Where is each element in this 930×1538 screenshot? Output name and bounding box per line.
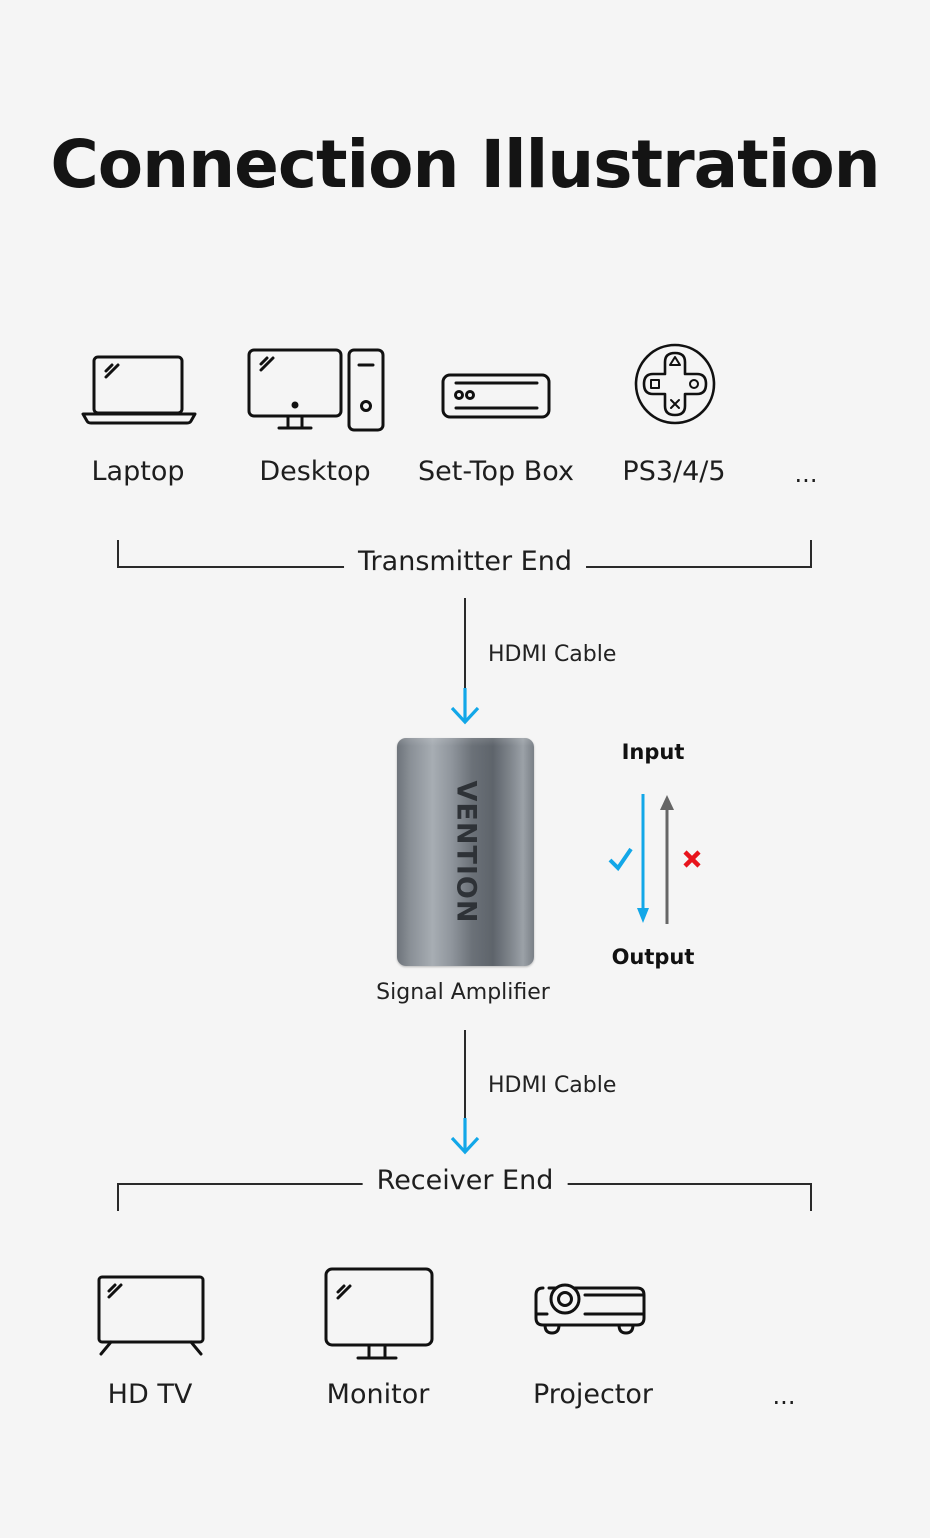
device-label-ps: PS3/4/5 — [622, 456, 726, 487]
signal-amplifier-label: Signal Amplifier — [376, 980, 550, 1005]
device-label-desktop: Desktop — [259, 456, 371, 487]
cable-bottom-arrow-icon — [450, 1118, 480, 1155]
device-label-laptop: Laptop — [91, 456, 185, 487]
device-label-monitor: Monitor — [326, 1379, 430, 1410]
desktop-icon — [247, 348, 385, 432]
projector-icon — [533, 1280, 647, 1340]
signal-amplifier-device: VENTION — [397, 738, 534, 966]
cable-bottom-label: HDMI Cable — [488, 1073, 617, 1098]
brand-logo: VENTION — [450, 780, 481, 924]
more-transmitters-ellipsis: ... — [794, 460, 818, 488]
monitor-icon — [324, 1267, 434, 1361]
page-title: Connection Illustration — [50, 126, 880, 203]
device-label-hdtv: HD TV — [107, 1379, 193, 1410]
cable-top-arrow-icon — [450, 688, 480, 725]
device-label-set-top-box: Set-Top Box — [418, 456, 574, 487]
reverse-arrow-icon — [660, 795, 674, 924]
checkmark-icon — [608, 847, 633, 872]
transmitter-end-label: Transmitter End — [344, 546, 586, 577]
device-label-projector: Projector — [533, 1379, 653, 1410]
gamepad-icon — [633, 342, 717, 426]
tv-icon — [97, 1275, 205, 1357]
cable-top-label: HDMI Cable — [488, 642, 617, 667]
receiver-end-label: Receiver End — [362, 1165, 568, 1196]
set-top-box-icon — [441, 373, 551, 419]
laptop-icon — [80, 355, 198, 425]
input-label: Input — [621, 740, 685, 764]
input-to-output-arrow-icon — [637, 794, 649, 923]
forbidden-x-icon — [683, 850, 701, 868]
output-label: Output — [611, 945, 695, 969]
more-receivers-ellipsis: ... — [772, 1382, 796, 1410]
